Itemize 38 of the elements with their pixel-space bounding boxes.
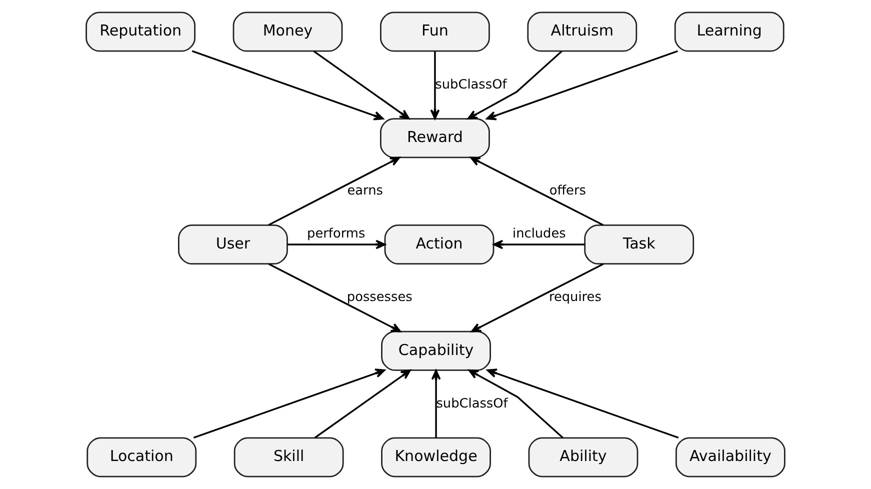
edge-label: subClassOf — [436, 396, 508, 412]
node-box: Action — [384, 224, 494, 265]
arrow — [468, 369, 564, 438]
edge-label: offers — [549, 184, 586, 199]
node-box: User — [178, 224, 288, 265]
arrow — [313, 50, 410, 120]
arrow — [470, 156, 604, 226]
node-box: Availability — [675, 437, 786, 478]
node-box: Altruism — [527, 12, 638, 52]
arrow — [268, 263, 402, 332]
arrow — [467, 50, 562, 120]
edge-label: includes — [512, 226, 566, 242]
arrow — [268, 156, 400, 226]
node-box: Task — [584, 224, 694, 265]
arrow — [486, 50, 678, 120]
node-box: Capability — [381, 330, 491, 371]
arrow — [314, 369, 411, 438]
arrow — [287, 240, 386, 250]
node-box: Ability — [528, 437, 638, 478]
node-box: Learning — [674, 12, 784, 52]
arrow — [430, 51, 440, 120]
node-box: Fun — [380, 12, 490, 52]
node-box: Knowledge — [381, 437, 491, 478]
node-box: Reputation — [86, 12, 196, 52]
edge-label: performs — [307, 226, 366, 242]
node-box: Reward — [380, 118, 490, 158]
edge-label: earns — [347, 184, 383, 199]
arrow — [192, 50, 384, 120]
arrow — [486, 368, 679, 439]
edge-label: possesses — [346, 290, 412, 306]
arrow — [471, 263, 604, 332]
node-box: Money — [232, 12, 343, 52]
arrow — [493, 240, 585, 250]
arrow — [431, 370, 441, 438]
node-box: Skill — [234, 437, 344, 478]
arrow — [193, 368, 386, 439]
node-box: Location — [86, 437, 197, 478]
edge-label: requires — [548, 290, 602, 306]
